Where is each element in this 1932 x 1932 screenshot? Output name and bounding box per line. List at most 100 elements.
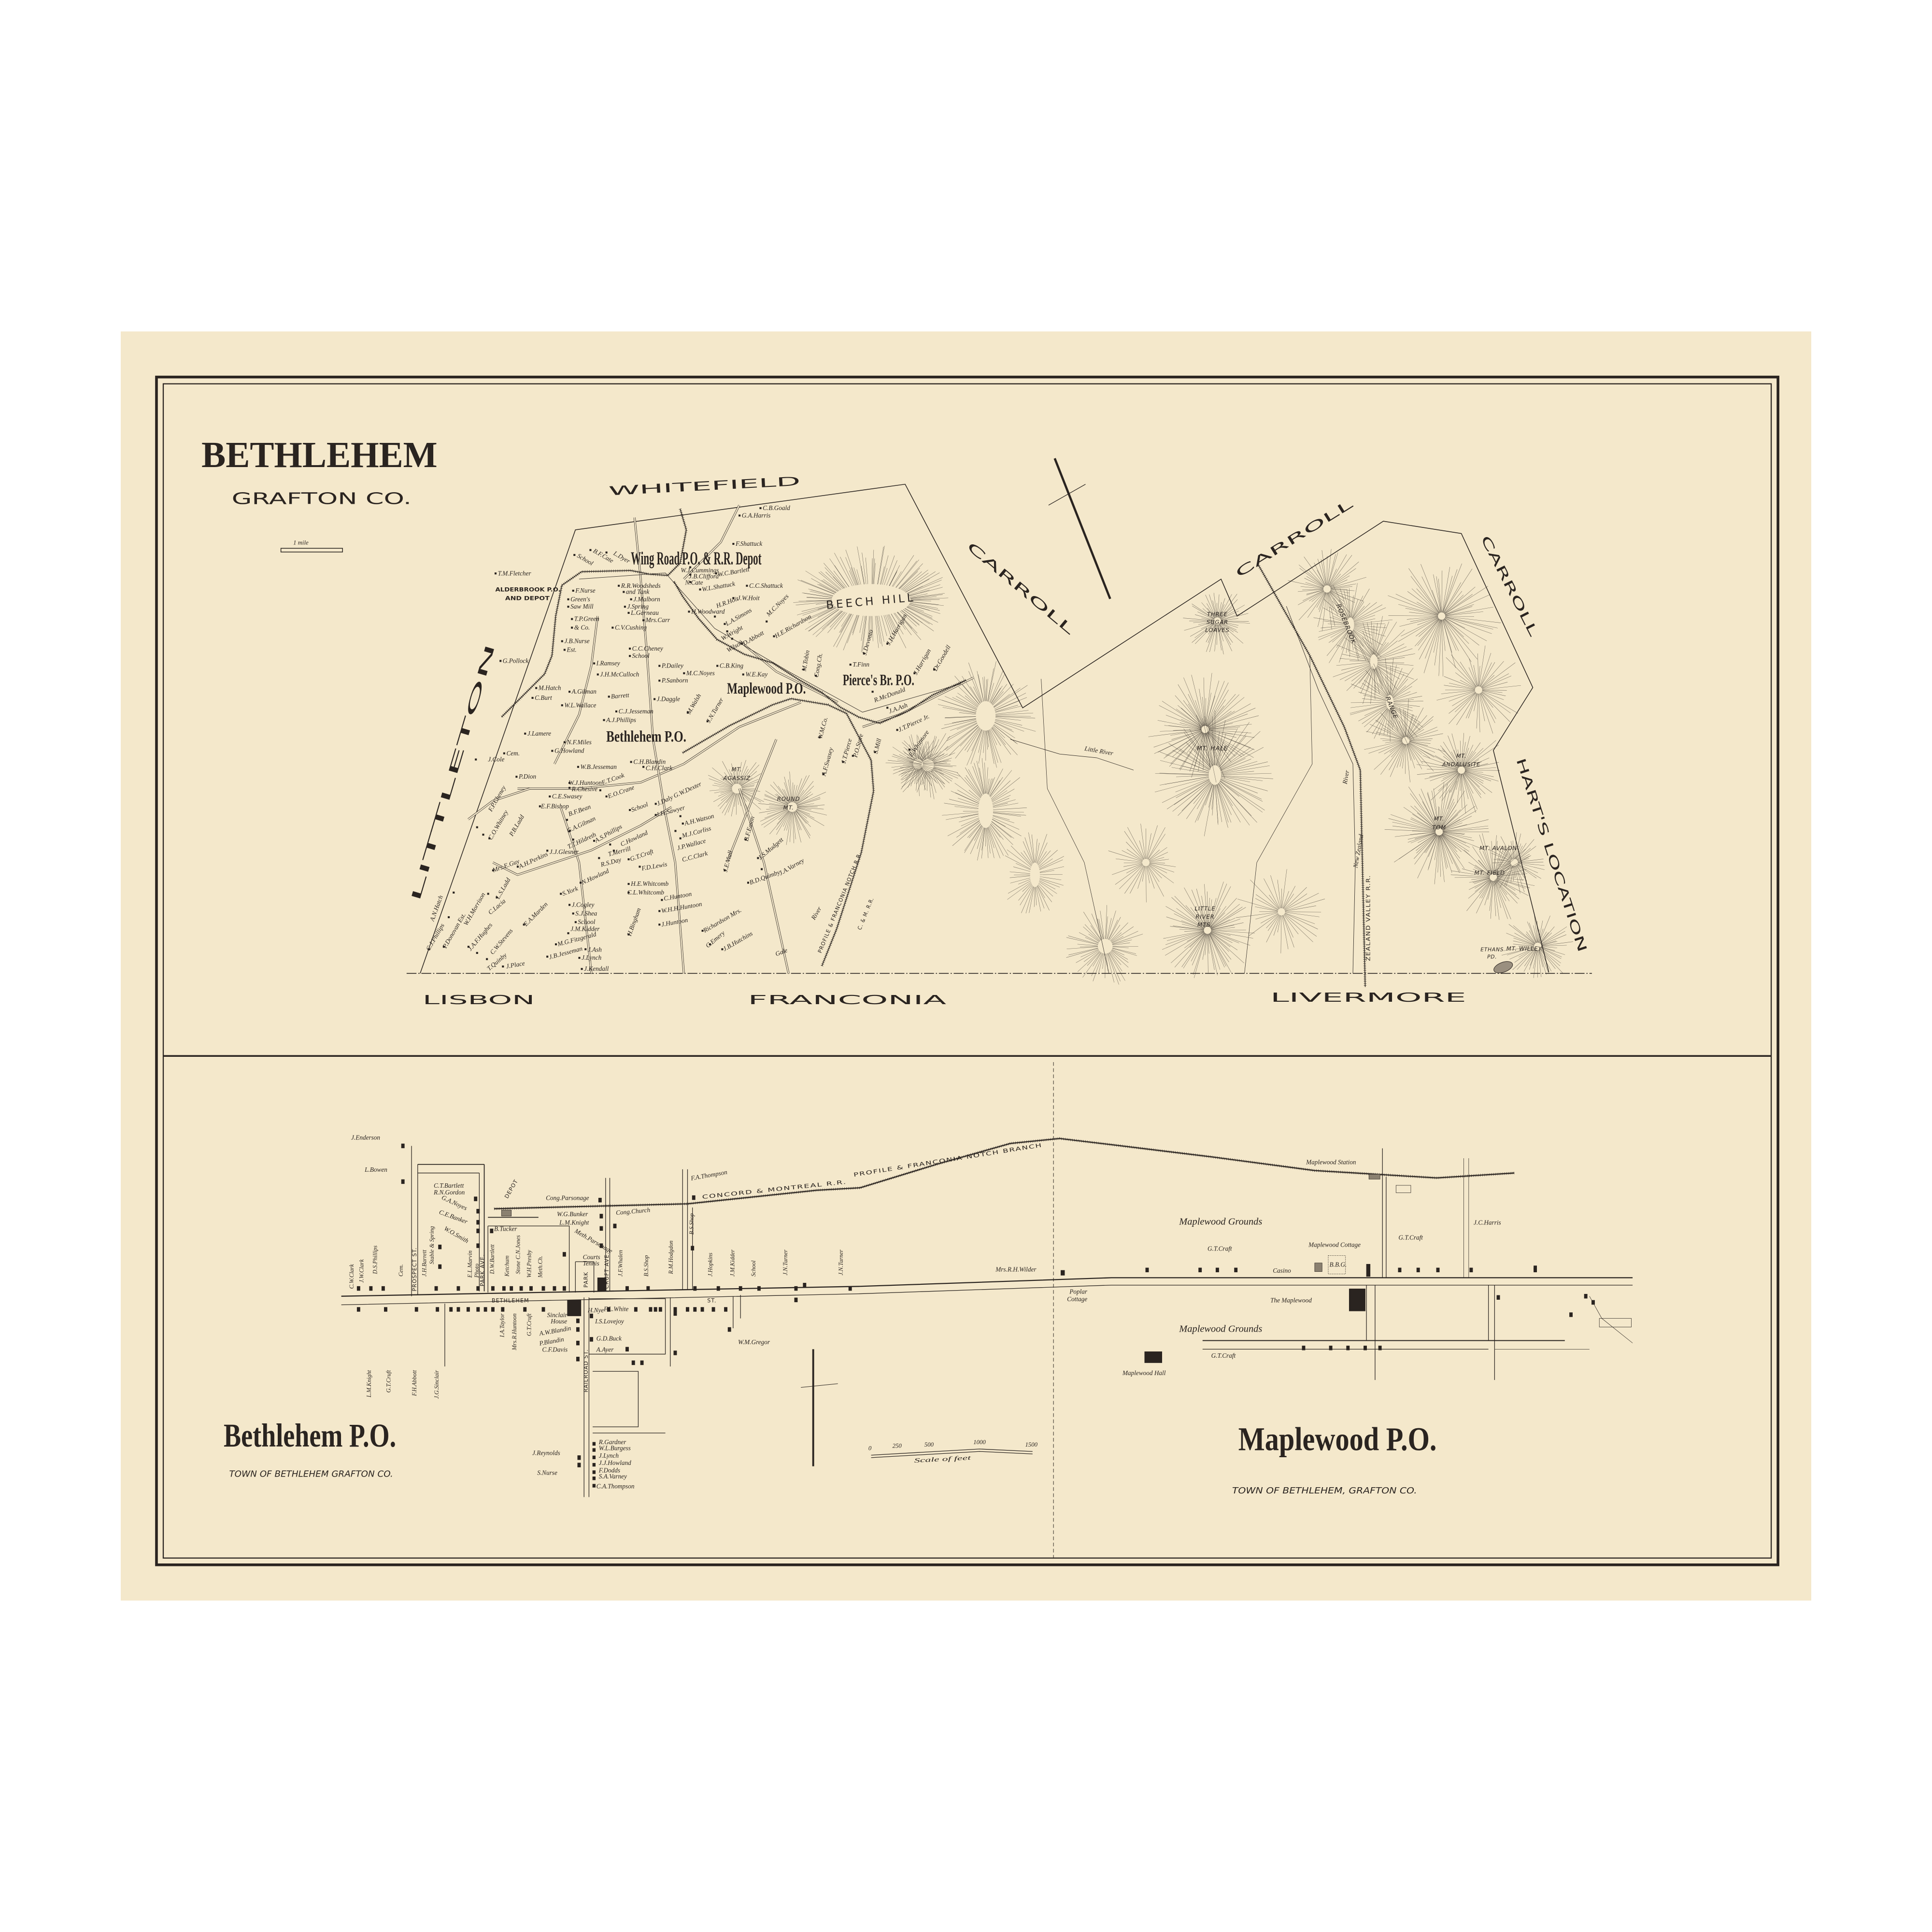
village-title-bethlehem: Bethlehem P.O. (224, 1417, 396, 1454)
building (456, 1307, 460, 1312)
maplewood-label: Cottage (1067, 1295, 1087, 1303)
street-label: PROSPECT ST. (412, 1247, 418, 1291)
building (1198, 1267, 1202, 1273)
resident-label: G.T.Cruft (385, 1370, 392, 1392)
maplewood-label: Maplewood Grounds (1179, 1324, 1262, 1335)
resident-label: & Co. (574, 624, 590, 631)
resident-label: J.J.Glesner (550, 848, 579, 855)
dwelling-marker (486, 958, 488, 960)
adjoining-town-label: LISBON (423, 993, 535, 1008)
resident-label: T.Finn (852, 661, 869, 668)
dwelling-marker (584, 948, 587, 951)
resident-label: A.Gilman (571, 688, 597, 695)
mile-scale-label: 1 mile (293, 540, 309, 546)
dwelling-marker (630, 761, 632, 763)
building (474, 1196, 478, 1201)
building (1215, 1267, 1219, 1273)
dwelling-marker (593, 839, 596, 842)
dwelling-marker (724, 869, 726, 872)
building (541, 1286, 545, 1291)
resident-label: J.Malborn (633, 596, 660, 603)
maplewood-label: Maplewood Station (1306, 1159, 1356, 1166)
dwelling-marker (612, 850, 615, 852)
building (1145, 1267, 1149, 1273)
building (640, 1360, 644, 1365)
mountain-label: MT. (783, 804, 794, 811)
resident-label: W.B.Jesseman (581, 763, 617, 770)
resident-label: T.P.Green (574, 615, 599, 623)
maplewood-label: G.T.Craft (1211, 1352, 1236, 1359)
dwelling-marker (573, 554, 576, 556)
dwelling-marker (732, 542, 735, 545)
resident-label: J.N.Turner (782, 1250, 789, 1275)
resident-label: R.Chesive (571, 785, 597, 793)
county-name: GRAFTON CO. (232, 489, 412, 508)
street-line (341, 1285, 1633, 1306)
dwelling-marker (561, 704, 563, 707)
mountain-label: MT. HALE (1197, 745, 1228, 753)
resident-label: Est. (566, 646, 576, 653)
mountain-hachure (1236, 869, 1325, 953)
building (1364, 1346, 1367, 1350)
mountain-label: AGASSIZ (723, 775, 751, 781)
resident-label: J.Reynolds (532, 1449, 560, 1457)
mountain-label: TOM (1432, 824, 1446, 831)
mountain-label: THREE (1207, 611, 1228, 618)
mountain-hachure (1005, 832, 1065, 914)
dwelling-marker (516, 866, 519, 868)
resident-label: C.H.Clark (646, 764, 673, 771)
mountain-label: ETHANS (1480, 946, 1504, 952)
building (1534, 1265, 1537, 1270)
building (476, 1286, 480, 1291)
building (381, 1286, 385, 1291)
dwelling-marker (568, 904, 571, 906)
resident-label: W.J.Cummings (681, 567, 719, 574)
building (592, 1455, 596, 1460)
resident-label: P.Sanborn (661, 677, 688, 684)
resident-label: A.J.Phillips (606, 716, 636, 724)
resident-label: Stable & Spring (428, 1226, 435, 1264)
dwelling-marker (627, 933, 630, 936)
resident-label: Photo (473, 1264, 480, 1278)
building (599, 1226, 603, 1231)
dwelling-marker (746, 584, 748, 587)
maplewood-label: Maplewood Cottage (1308, 1241, 1361, 1249)
building (693, 1307, 697, 1312)
mountain-hachure (1416, 733, 1500, 814)
dwelling-marker (609, 843, 611, 846)
dwelling-marker (567, 606, 569, 608)
resident-label: W.L.Wallace (564, 701, 596, 709)
cruft-block (597, 1278, 607, 1292)
mountain-label: MT. WILLEY (1506, 945, 1542, 952)
resident-label: J.N.Turner (838, 1250, 844, 1275)
resident-label: G.T.Cruft (526, 1313, 532, 1336)
building (649, 1307, 653, 1312)
dwelling-marker (524, 732, 526, 735)
building (803, 1282, 807, 1288)
river (1286, 606, 1356, 974)
building (592, 1448, 596, 1452)
building (794, 1286, 798, 1291)
dwelling-marker (568, 691, 571, 693)
building (711, 1307, 715, 1312)
building (692, 1195, 696, 1200)
building (592, 1442, 596, 1446)
dwelling-marker (909, 748, 911, 751)
resident-label: S.Nurse (537, 1469, 557, 1477)
building (631, 1360, 635, 1365)
village-railroad (494, 1137, 1515, 1210)
resident-label: J.G.Sinclair (433, 1370, 440, 1398)
resident-label: B.S.Shop (688, 1213, 695, 1235)
dwelling-marker (567, 932, 569, 935)
building (401, 1143, 405, 1149)
resident-label: J.Kendall (584, 965, 609, 972)
dwelling-marker (599, 789, 601, 792)
mile-scale (280, 548, 343, 553)
dwelling-marker (886, 642, 889, 645)
resident-label: L.M.Knight (559, 1219, 589, 1226)
scale-tick-label: 1500 (1025, 1441, 1037, 1448)
resident-label: Cong.Church (615, 1206, 651, 1216)
street-line (575, 1261, 595, 1293)
dwelling-marker (546, 850, 549, 852)
dwelling-marker (773, 635, 775, 638)
